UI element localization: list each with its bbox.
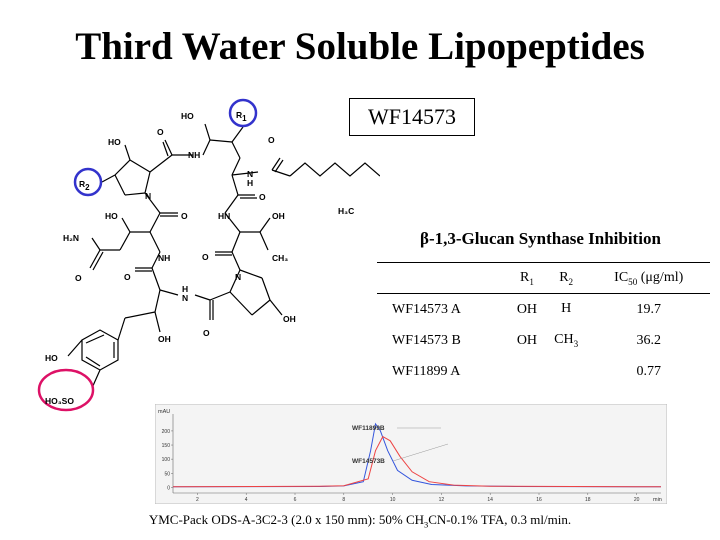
- table-row: WF14573 A OH H 19.7: [377, 294, 710, 326]
- series-line-wf14573b: [172, 435, 662, 488]
- atom-ho-left: HO: [108, 137, 121, 147]
- x-tick-label: 18: [585, 497, 591, 503]
- x-tick-label: 4: [245, 497, 248, 503]
- x-tick-label: 2: [196, 497, 199, 503]
- atom-ho-mid: HO: [105, 211, 118, 221]
- row-r1: [509, 356, 545, 387]
- r2-label: R2: [79, 179, 90, 192]
- atom-o-6: O: [75, 273, 82, 283]
- y-tick-label: 100: [162, 457, 171, 463]
- atom-o-4: O: [181, 211, 188, 221]
- y-ticks: 0 50 100 150 200: [162, 429, 173, 491]
- inhibition-title: β-1,3-Glucan Synthase Inhibition: [420, 229, 720, 249]
- r1-label: R1: [236, 110, 247, 123]
- sulfate-highlight-circle: [37, 368, 95, 412]
- y-tick-label: 0: [167, 485, 170, 491]
- structure-bonds: [67, 123, 380, 389]
- y-tick-label: 50: [164, 471, 170, 477]
- x-tick-label: 6: [294, 497, 297, 503]
- row-compound-name: WF14573 A: [392, 301, 461, 317]
- table-row: WF11899 A 0.77: [377, 356, 710, 387]
- header-r1: R1: [519, 269, 534, 287]
- atom-o-1: O: [157, 127, 164, 137]
- atom-o-3: O: [259, 192, 266, 202]
- inhibition-title-text: -1,3-Glucan Synthase Inhibition: [428, 229, 661, 248]
- atom-sulfate: HO₃SO: [45, 396, 74, 406]
- r1-highlight-circle: [228, 98, 258, 128]
- atom-oh-mid: OH: [272, 211, 285, 221]
- atom-oh-ring: OH: [283, 314, 296, 324]
- row-r1: OH: [516, 332, 538, 348]
- slide-title: Third Water Soluble Lipopeptides: [75, 25, 645, 68]
- atom-h2n: H₂N: [63, 233, 79, 243]
- x-axis-label: min: [653, 497, 662, 503]
- atom-o-5: O: [202, 252, 209, 262]
- atom-h-right: H: [247, 178, 253, 188]
- y-axis-label: mAU: [158, 409, 170, 415]
- compound-label-box: WF14573: [349, 98, 475, 136]
- atom-hn-mid: HN: [218, 211, 230, 221]
- atom-n-bottom: N: [182, 293, 188, 303]
- y-tick-label: 150: [162, 443, 171, 449]
- row-r1: OH: [516, 301, 538, 317]
- chart-frame: [155, 404, 667, 504]
- annotation-wf11899b: WF11899B: [352, 425, 385, 432]
- beta-symbol: β: [420, 229, 429, 248]
- x-tick-label: 16: [536, 497, 542, 503]
- atom-o-2: O: [268, 135, 275, 145]
- atom-oh-lower: OH: [158, 334, 171, 344]
- atom-nh-mid: NH: [158, 253, 170, 263]
- x-tick-label: 20: [634, 497, 640, 503]
- annotation-wf14573b: WF14573B: [352, 458, 385, 465]
- row-compound-name: WF11899 A: [392, 363, 461, 379]
- inhibition-table: R1 R2 IC50 (μg/ml) WF14573 A OH H 19.7 W…: [377, 262, 710, 387]
- chart-series: [172, 422, 662, 488]
- atom-ch3: CH₃: [272, 253, 288, 263]
- atom-n-right: N: [247, 169, 253, 179]
- table-header-row: R1 R2 IC50 (μg/ml): [377, 262, 710, 294]
- x-ticks: 2 4 6 8 10 12 14 16 18 20: [196, 493, 640, 503]
- atom-h-bottom: H: [182, 284, 188, 294]
- row-r2: CH3: [554, 332, 579, 349]
- chemical-structure: R1 R2 HO HO O NH O N H N O HO O HN OH H₃…: [37, 98, 380, 412]
- atom-n-ring-top: N: [145, 191, 151, 201]
- atom-nh-top: NH: [188, 150, 200, 160]
- atom-o-7: O: [124, 272, 131, 282]
- hplc-conditions: YMC-Pack ODS-A-3C2-3 (2.0 x 150 mm): 50%…: [148, 512, 572, 530]
- x-tick-label: 12: [439, 497, 445, 503]
- hplc-chromatogram: mAU min 0 50 100 150 200 2 4 6 8 10 12 14 16 18 20 WF…: [155, 404, 667, 504]
- compound-label: WF14573: [368, 104, 456, 129]
- row-ic50: 0.77: [636, 363, 661, 379]
- header-ic50: IC50 (μg/ml): [614, 269, 684, 287]
- atom-ho-top: HO: [181, 111, 194, 121]
- annotation-leader-2: [392, 443, 449, 462]
- header-compound: [377, 263, 509, 294]
- x-tick-label: 10: [390, 497, 396, 503]
- atom-h3c: H₃C: [338, 206, 354, 216]
- row-r2: [545, 356, 588, 387]
- header-r2: R2: [559, 269, 574, 287]
- atom-o-8: O: [203, 328, 210, 338]
- atom-ho-aryl: HO: [45, 353, 58, 363]
- r2-highlight-circle: [73, 167, 103, 197]
- y-tick-label: 200: [162, 429, 171, 435]
- atom-n-ring-bottom: N: [235, 272, 241, 282]
- table-row: WF14573 B OH CH3 36.2: [377, 325, 710, 356]
- row-ic50: 36.2: [636, 332, 661, 348]
- x-tick-label: 14: [487, 497, 493, 503]
- row-compound-name: WF14573 B: [392, 332, 461, 348]
- row-ic50: 19.7: [636, 301, 661, 317]
- x-tick-label: 8: [342, 497, 345, 503]
- row-r2: H: [561, 301, 572, 317]
